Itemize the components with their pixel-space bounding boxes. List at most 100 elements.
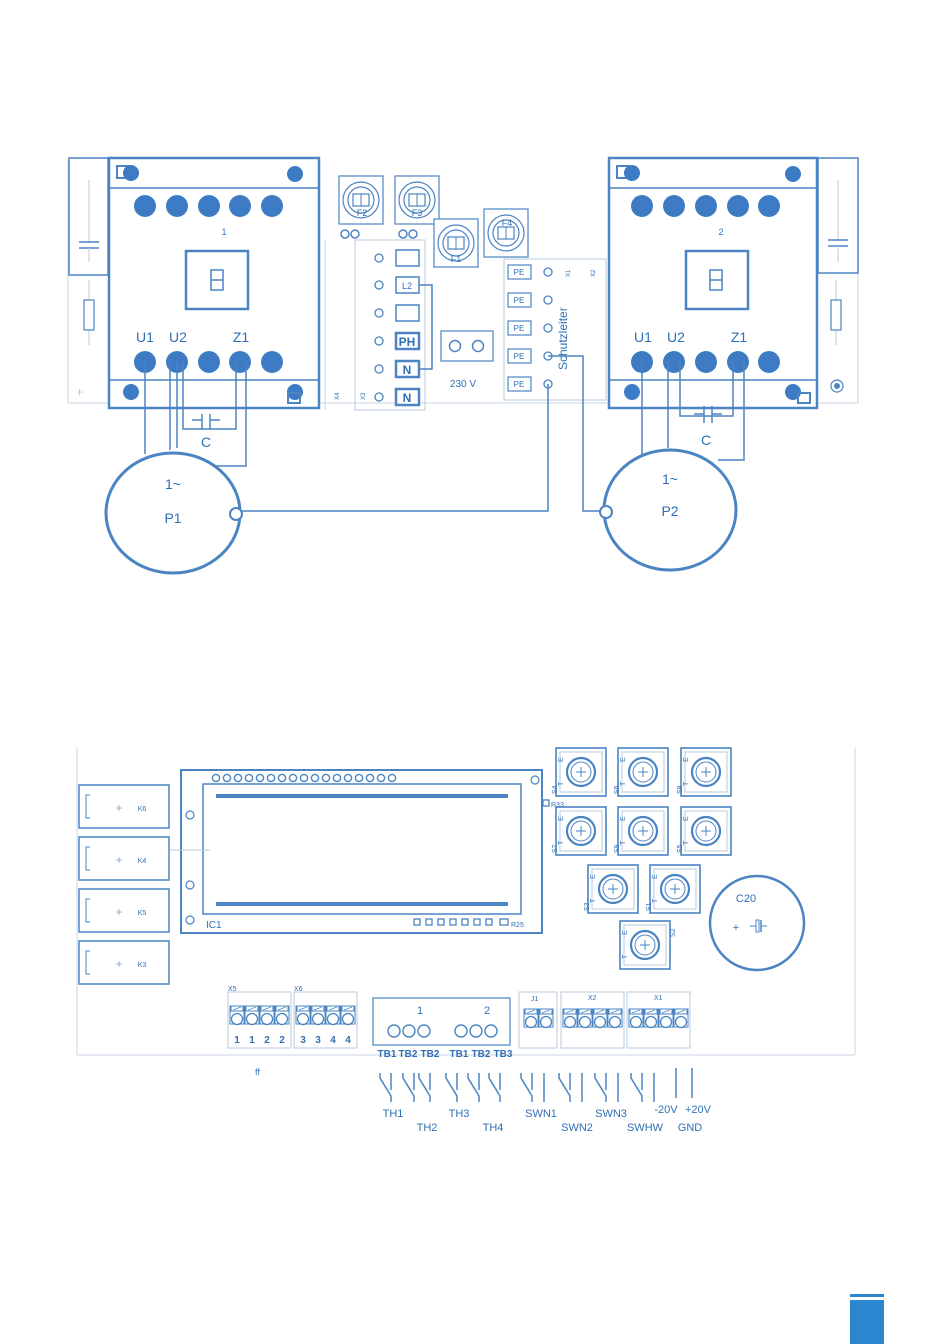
supply-label-minus20v: -20V bbox=[654, 1104, 678, 1116]
x6-pin-1: 3 bbox=[300, 1035, 306, 1046]
tb-block-2-label: 2 bbox=[484, 1005, 490, 1017]
tb-label-4: TB1 bbox=[450, 1049, 469, 1060]
connector-x6-label: X6 bbox=[294, 986, 303, 993]
svg-text:+: + bbox=[115, 853, 122, 867]
relay-k3-label: K3 bbox=[138, 962, 147, 969]
motor-p1: 1~ P1 bbox=[106, 453, 242, 573]
connector-j1: J1 bbox=[519, 992, 557, 1048]
button-s4-label: S4 bbox=[552, 785, 559, 794]
stray-mark: ff bbox=[255, 1067, 260, 1077]
motor-p1-phase: 1~ bbox=[165, 476, 181, 492]
tb-label-3: TB2 bbox=[421, 1049, 440, 1060]
button-s8-label: S8 bbox=[677, 785, 684, 794]
button-s7-label: S7 bbox=[552, 844, 559, 853]
contactor-2: 2 U1 U2 Z1 bbox=[609, 158, 817, 408]
button-s3-label: S3 bbox=[584, 902, 591, 911]
svg-text:+: + bbox=[115, 801, 122, 815]
voltage-label: 230 V bbox=[450, 379, 476, 390]
svg-text:+: + bbox=[115, 905, 122, 919]
switch-symbols bbox=[380, 1068, 692, 1102]
switch-label-th1: TH1 bbox=[383, 1108, 404, 1120]
relay-k6: + K6 bbox=[79, 785, 169, 828]
switch-label-th2: TH2 bbox=[417, 1122, 438, 1134]
x6-pin-3: 4 bbox=[330, 1035, 336, 1046]
page-badge-stripe bbox=[850, 1294, 884, 1297]
relay-k6-label: K6 bbox=[138, 806, 147, 813]
capacitor-c20-plus: + bbox=[733, 922, 739, 934]
connector-x1-label: X1 bbox=[654, 995, 663, 1002]
relay-k3: + K3 bbox=[79, 941, 169, 984]
supply-label-gnd: GND bbox=[678, 1122, 703, 1134]
x6-pin-2: 3 bbox=[315, 1035, 321, 1046]
tb-label-5: TB2 bbox=[472, 1049, 491, 1060]
switch-label-swhw: SWHW bbox=[627, 1122, 664, 1134]
relay-k4-label: K4 bbox=[138, 858, 147, 865]
connector-x5-label: X5 bbox=[228, 986, 237, 993]
contactor-2-terminal-u1: U1 bbox=[634, 329, 652, 345]
pe-terminal-1: PE bbox=[514, 268, 525, 277]
button-s6-label: S6 bbox=[614, 785, 621, 794]
pe-terminal-block: X1 X2 PE PE PE PE PE Schutzleiter bbox=[504, 259, 606, 400]
button-s1-label: S1 bbox=[646, 902, 653, 911]
switch-label-swn2: SWN2 bbox=[561, 1122, 593, 1134]
mains-block-x3: X3 bbox=[361, 392, 367, 400]
contactor-1-terminal-u2: U2 bbox=[169, 329, 187, 345]
switch-label-swn3: SWN3 bbox=[595, 1108, 627, 1120]
x5-pin-4: 2 bbox=[279, 1035, 285, 1046]
svg-text:+: + bbox=[76, 385, 83, 399]
mains-terminal-ph: PH bbox=[399, 335, 416, 349]
switch-label-th3: TH3 bbox=[449, 1108, 470, 1120]
contactor-2-terminal-u2: U2 bbox=[667, 329, 685, 345]
thermal-sensor-block: 1 2 bbox=[373, 998, 510, 1045]
pe-terminal-4: PE bbox=[514, 352, 525, 361]
x5-pin-1: 1 bbox=[234, 1035, 240, 1046]
contactor-2-label: 2 bbox=[718, 227, 723, 237]
page-corner-badge bbox=[850, 1294, 884, 1344]
resistor-r25-label: R25 bbox=[511, 922, 524, 929]
mains-block-x4: X4 bbox=[335, 392, 341, 400]
connector-x2: X2 bbox=[561, 992, 624, 1048]
lcd-display: IC1 R25 bbox=[170, 770, 542, 933]
capacitor-2-label: C bbox=[701, 432, 711, 448]
button-s9-label: S9 bbox=[614, 844, 621, 853]
pe-terminal-3: PE bbox=[514, 324, 525, 333]
tb-label-2: TB2 bbox=[399, 1049, 418, 1060]
svg-text:+: + bbox=[115, 957, 122, 971]
capacitor-c20: C20 + bbox=[710, 876, 804, 970]
x5-pin-3: 2 bbox=[264, 1035, 270, 1046]
fuse-f4-label: F4 bbox=[502, 218, 513, 228]
capacitor-c20-label: C20 bbox=[736, 893, 756, 905]
connector-x2-label: X2 bbox=[588, 995, 597, 1002]
relay-k5: + K5 bbox=[79, 889, 169, 932]
pe-block-x2: X2 bbox=[591, 269, 597, 277]
connector-x1: X1 bbox=[627, 992, 690, 1048]
tb-block-1-label: 1 bbox=[417, 1005, 423, 1017]
motor-p1-label: P1 bbox=[164, 510, 181, 526]
page-badge-block bbox=[850, 1300, 884, 1344]
mains-terminal-n2: N bbox=[403, 391, 412, 405]
top-wiring-diagram: + bbox=[68, 158, 858, 573]
button-s2-label: S2 bbox=[670, 928, 677, 937]
display-label: IC1 bbox=[206, 920, 222, 931]
pe-block-x1: X1 bbox=[566, 269, 572, 277]
earth-label: Schutzleiter bbox=[556, 307, 570, 370]
capacitor-1-label: C bbox=[201, 434, 211, 450]
x6-pin-4: 4 bbox=[345, 1035, 351, 1046]
contactor-1-terminal-z1: Z1 bbox=[233, 329, 250, 345]
fuse-f1-label: F1 bbox=[451, 254, 462, 264]
motor-p2-label: P2 bbox=[661, 503, 678, 519]
motor-p2: 1~ P2 bbox=[600, 450, 736, 570]
switch-label-swn1: SWN1 bbox=[525, 1108, 557, 1120]
relay-k4: + K4 bbox=[79, 837, 169, 880]
motor-p2-phase: 1~ bbox=[662, 471, 678, 487]
switch-label-th4: TH4 bbox=[483, 1122, 504, 1134]
fuse-f2-label: F2 bbox=[357, 208, 368, 218]
tb-label-6: TB3 bbox=[494, 1049, 513, 1060]
connector-x6: X6 3 3 4 4 bbox=[294, 986, 357, 1048]
button-s5-label: S5 bbox=[677, 844, 684, 853]
bottom-controller-board: + K6 + K4 + K5 + K3 bbox=[77, 748, 855, 1134]
supply-label-plus20v: +20V bbox=[685, 1104, 712, 1116]
connector-j1-label: J1 bbox=[531, 996, 539, 1003]
contactor-1-label: 1 bbox=[221, 227, 226, 237]
